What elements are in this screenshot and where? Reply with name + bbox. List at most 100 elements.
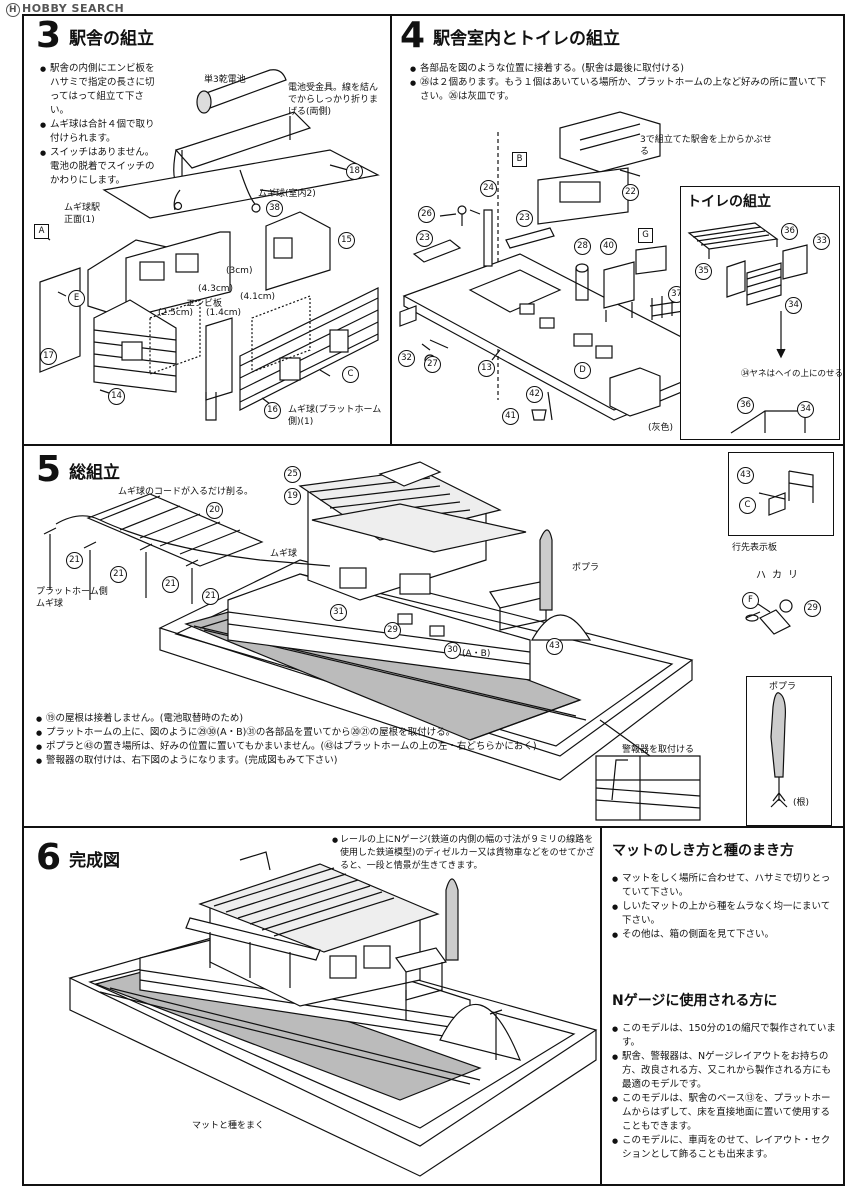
poplar-caption: ポプラ [769,682,797,692]
note: スイッチはありません。電池の脱着でスイッチのかわりにします。 [40,146,158,188]
note: このモデルは、駅舎のベース⑬を、プラットホームからはずして、床を直接地面に置いて… [612,1092,838,1134]
note: ⑲の屋根は接着しません。(電池取替時のため) [36,712,576,726]
divider [22,826,845,828]
poplar-inset: ポプラ (根) [746,676,832,826]
plate-label: エンビ板 [186,299,223,309]
section-number: 4 [400,15,426,56]
part-number: 27 [424,356,441,373]
part-letter: E [68,290,85,307]
part-letter: G [638,228,653,243]
part-letter: A [34,224,49,239]
part-number: 17 [40,348,57,365]
part-number: 30 [444,642,461,659]
part-number: 29 [384,622,401,639]
note: このモデルに、車両をのせて、レイアウト・セクションとして飾ることも出来ます。 [612,1134,838,1162]
part-letter: F [742,592,759,609]
part-number: 34 [785,297,802,314]
part-number: 23 [416,230,433,247]
note: しいたマットの上から種をムラなく均一にまいて下さい。 [612,900,838,928]
note: ㉖は２個あります。もう１個はあいている場所か、プラットホームの上など好みの所に置… [410,76,830,104]
section-3-heading: 3 駅舎の組立 [36,18,154,54]
note: ポプラと㊸の置き場所は、好みの位置に置いてもかまいません。(㊸はプラットホームの… [36,740,576,754]
section-number: 5 [36,449,62,490]
part-number: 18 [346,163,363,180]
part-number: 36 [737,397,754,414]
part-number: 23 [516,210,533,227]
part-number: 40 [600,238,617,255]
part-number: 33 [813,233,830,250]
part-letter: B [512,152,527,167]
mat-label: マットと種をまく [192,1121,265,1131]
note: このモデルは、150分の1の縮尺で製作されています。 [612,1022,838,1050]
section-5-notes: ⑲の屋根は接着しません。(電池取替時のため) プラットホームの上に、図のように㉙… [36,712,576,768]
part-number: 13 [478,360,495,377]
toilet-roof-note: ㉞ヤネはヘイの上にのせる [741,369,844,379]
note: その他は、箱の側面を見て下さい。 [612,928,838,942]
bulb-interior-label: ムギ球(室内2) [258,189,316,199]
signal-attach-label: 警報器を取付ける [622,745,695,755]
dimension-label: (1.4cm) [206,308,242,318]
part-number: 43 [546,638,563,655]
section-number: 6 [36,837,62,878]
section-title: 駅舎室内とトイレの組立 [433,28,621,49]
part-letter: D [574,362,591,379]
note: プラットホームの上に、図のように㉙㉚(A・B)㉛の各部品を置いてから⑳㉑の屋根を… [36,726,576,740]
part-number: 15 [338,232,355,249]
part-number: 26 [418,206,435,223]
poplar-drawing [770,692,788,808]
platform-bulb-label: プラットホーム側ムギ球 [36,587,108,609]
n-gauge-title: Nゲージに使用される方に [612,993,778,1009]
poplar-label: ポプラ [572,563,600,573]
sign-inset: 43 C [728,452,834,536]
part-number: 19 [284,488,301,505]
ab-label: (A・B) [462,649,491,659]
part-number: 31 [330,604,347,621]
dimension-label: (4.1cm) [240,292,276,302]
sign-drawing [758,470,814,516]
mat-instructions: マットのしき方と種のまき方 マットをしく場所に合わせて、ハサミで切りとっていて下… [612,840,838,942]
divider [390,14,392,446]
mat-notes: マットをしく場所に合わせて、ハサミで切りとっていて下さい。 しいたマットの上から… [612,872,838,942]
divider [600,826,602,1186]
part-number: 29 [804,600,821,617]
note-text: レールの上にNゲージ(鉄道の内側の幅の寸法が９ミリの線路を使用した鉄道模型)のデ… [340,835,595,871]
root-label: (根) [793,798,810,808]
section-6-note: ●レールの上にNゲージ(鉄道の内側の幅の寸法が９ミリの線路を使用した鉄道模型)の… [332,835,595,871]
section-title: 総組立 [69,462,121,483]
part-number: 36 [781,223,798,240]
section-title: 駅舎の組立 [69,28,155,49]
note: 駅舎、警報器は、Nゲージレイアウトをお持ちの方、改良される方、又これから製作され… [612,1050,838,1092]
n-gauge-notes: このモデルは、150分の1の縮尺で製作されています。 駅舎、警報器は、Nゲージレ… [612,1022,838,1162]
gray-label: (灰色) [648,423,674,433]
cover-label: 3で組立てた駅舎を上からかぶせる [640,135,772,157]
part-number: 25 [284,466,301,483]
battery-label: 単3乾電池 [204,75,246,85]
scale-caption: ハカリ [756,570,804,581]
part-number: 34 [797,401,814,418]
part-number: 21 [162,576,179,593]
part-number: 22 [622,184,639,201]
part-number: 38 [266,200,283,217]
divider [22,444,845,446]
section-4-notes: 各部品を図のような位置に接着する。(駅舎は最後に取付ける) ㉖は２個あります。も… [410,62,830,104]
holder-label: 電池受金具。線を結んでからしっかり折りまげる(両側) [288,83,379,117]
dimension-label: (3cm) [226,266,253,276]
part-letter: C [739,497,756,514]
sign-caption: 行先表示板 [732,543,778,553]
part-number: 35 [695,263,712,280]
part-number: 43 [737,467,754,484]
section-4-heading: 4 駅舎室内とトイレの組立 [400,18,620,54]
note: 警報器の取付けは、右下図のようになります。(完成図もみて下さい) [36,754,576,768]
part-number: 16 [264,402,281,419]
note: ムギ球は合計４個で取り付けられます。 [40,118,158,146]
section-number: 3 [36,15,62,56]
section-5-heading: 5 総組立 [36,452,120,488]
part-number: 28 [574,238,591,255]
bulb-front-label: ムギ球駅正面(1) [64,203,101,225]
n-gauge-info: Nゲージに使用される方に このモデルは、150分の1の縮尺で製作されています。 … [612,990,838,1162]
part-number: 41 [502,408,519,425]
part-number: 21 [110,566,127,583]
note: 駅舎の内側にエンビ板をハサミで指定の長さに切ってはって組立て下さい。 [40,62,158,118]
